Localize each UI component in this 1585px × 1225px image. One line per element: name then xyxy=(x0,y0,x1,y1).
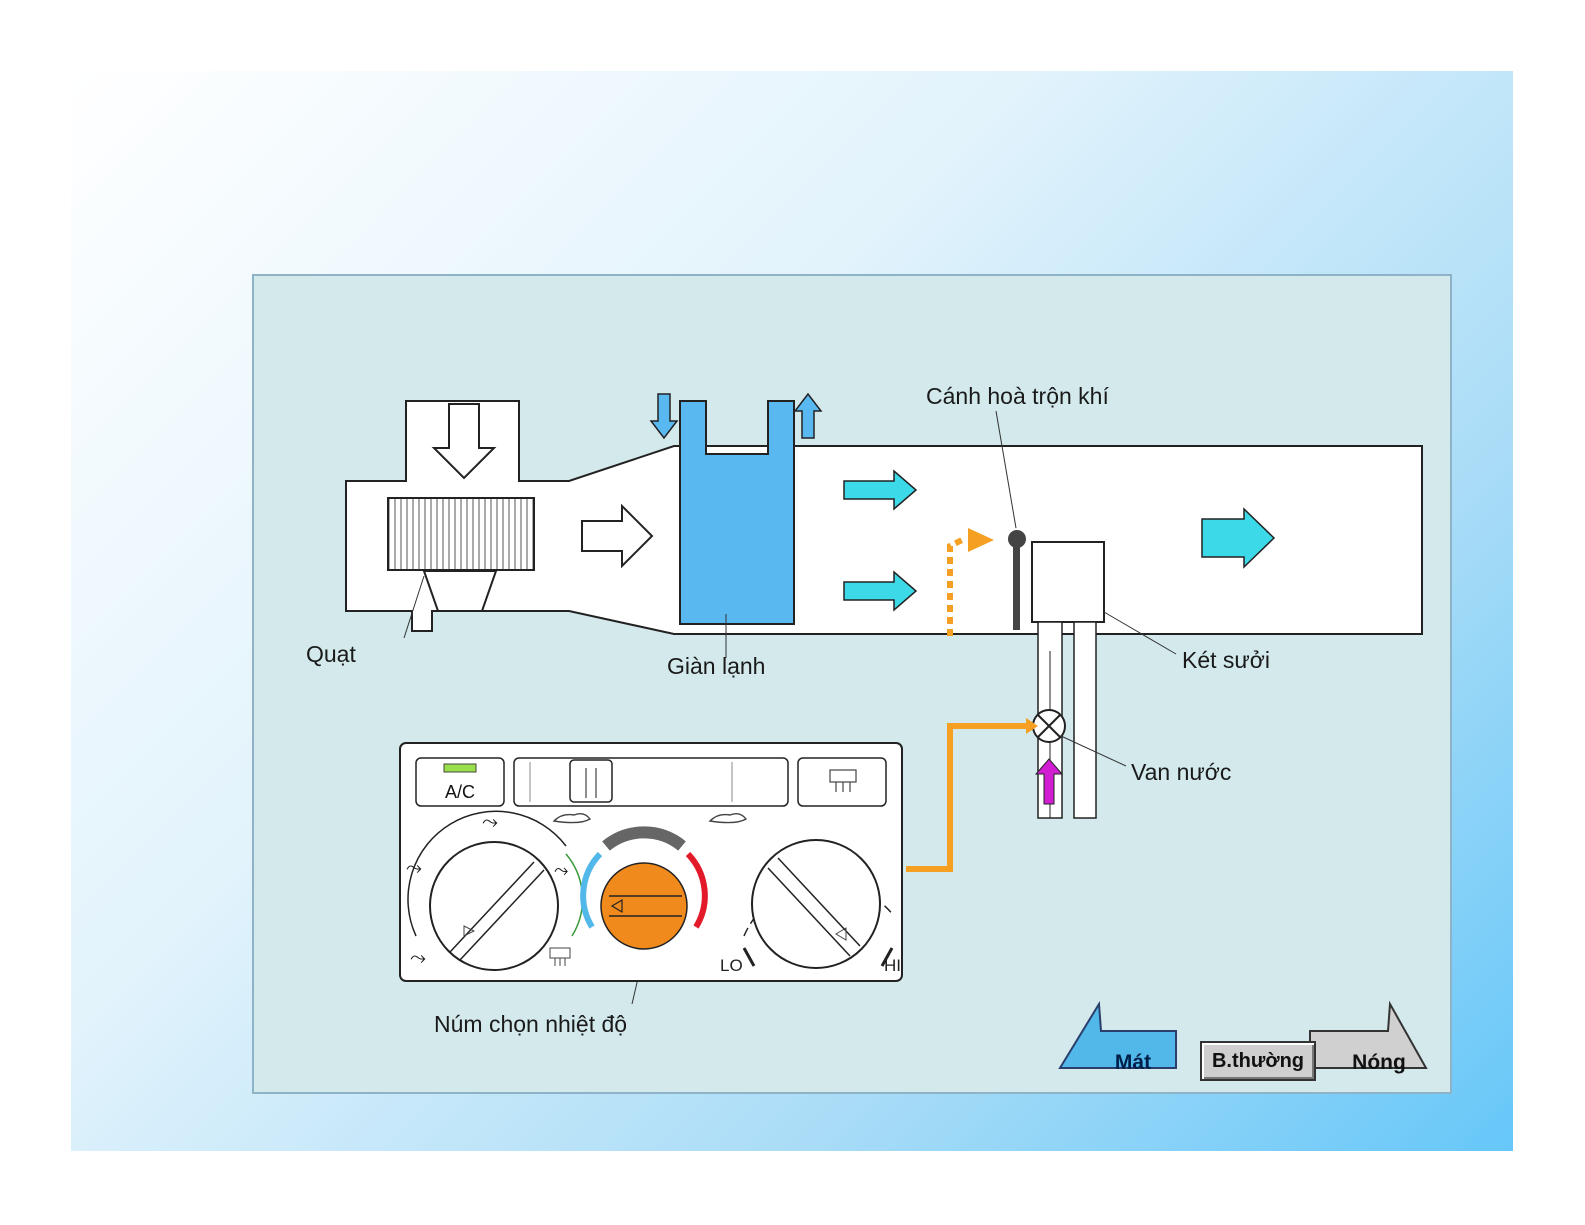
bi-level-vent-icon: ⤳ xyxy=(482,809,498,833)
ac-button-label: A/C xyxy=(445,782,475,802)
temperature-selector-knob[interactable] xyxy=(601,863,687,949)
heater-core-label: Két sưởi xyxy=(1182,647,1270,673)
blend-door-label: Cánh hoà trộn khí xyxy=(926,383,1109,409)
heater-pipe-outlet xyxy=(1074,622,1096,818)
mode-selector-dial[interactable] xyxy=(430,842,558,970)
hvac-diagram: Quạt Giàn lạnh Cánh hoà trộn khí Két sưở… xyxy=(254,276,1452,1094)
fan-speed-dial[interactable] xyxy=(752,840,880,968)
blower-fan xyxy=(388,498,534,570)
control-link-cable xyxy=(906,726,1026,869)
fan-label: Quạt xyxy=(306,641,356,667)
slide-background: Quạt Giàn lạnh Cánh hoà trộn khí Két sưở… xyxy=(71,71,1513,1151)
fan-speed-lo-label: LO xyxy=(720,956,743,975)
refrigerant-in-arrow xyxy=(651,394,677,438)
heater-core xyxy=(1032,542,1104,622)
temp-knob-label: Núm chọn nhiệt độ xyxy=(434,1011,627,1037)
cool-button[interactable]: Mát xyxy=(1078,1041,1188,1081)
ac-indicator-light xyxy=(444,764,476,772)
foot-vent-icon: ⤳ xyxy=(410,945,426,969)
foot-defrost-icon: ⤳ xyxy=(554,860,568,881)
evaporator-core xyxy=(680,401,794,624)
refrigerant-out-arrow xyxy=(795,394,821,438)
evaporator-label: Giàn lạnh xyxy=(667,653,765,679)
recirculation-slider-track xyxy=(514,758,788,806)
hot-button[interactable]: Nóng xyxy=(1324,1041,1434,1081)
normal-button[interactable]: B.thường xyxy=(1200,1041,1316,1081)
blend-door xyxy=(1013,538,1020,630)
fan-speed-hi-label: HI xyxy=(884,956,901,975)
recirculation-slider-handle[interactable] xyxy=(570,760,612,802)
water-valve-label: Van nước xyxy=(1131,759,1231,785)
face-vent-icon: ⤳ xyxy=(406,855,422,879)
blend-door-pivot xyxy=(1008,530,1026,548)
climate-control-panel: A/C ⤳ ⤳ ⤳ ⤳ xyxy=(400,743,902,981)
diagram-panel: Quạt Giàn lạnh Cánh hoà trộn khí Két sưở… xyxy=(252,274,1452,1094)
